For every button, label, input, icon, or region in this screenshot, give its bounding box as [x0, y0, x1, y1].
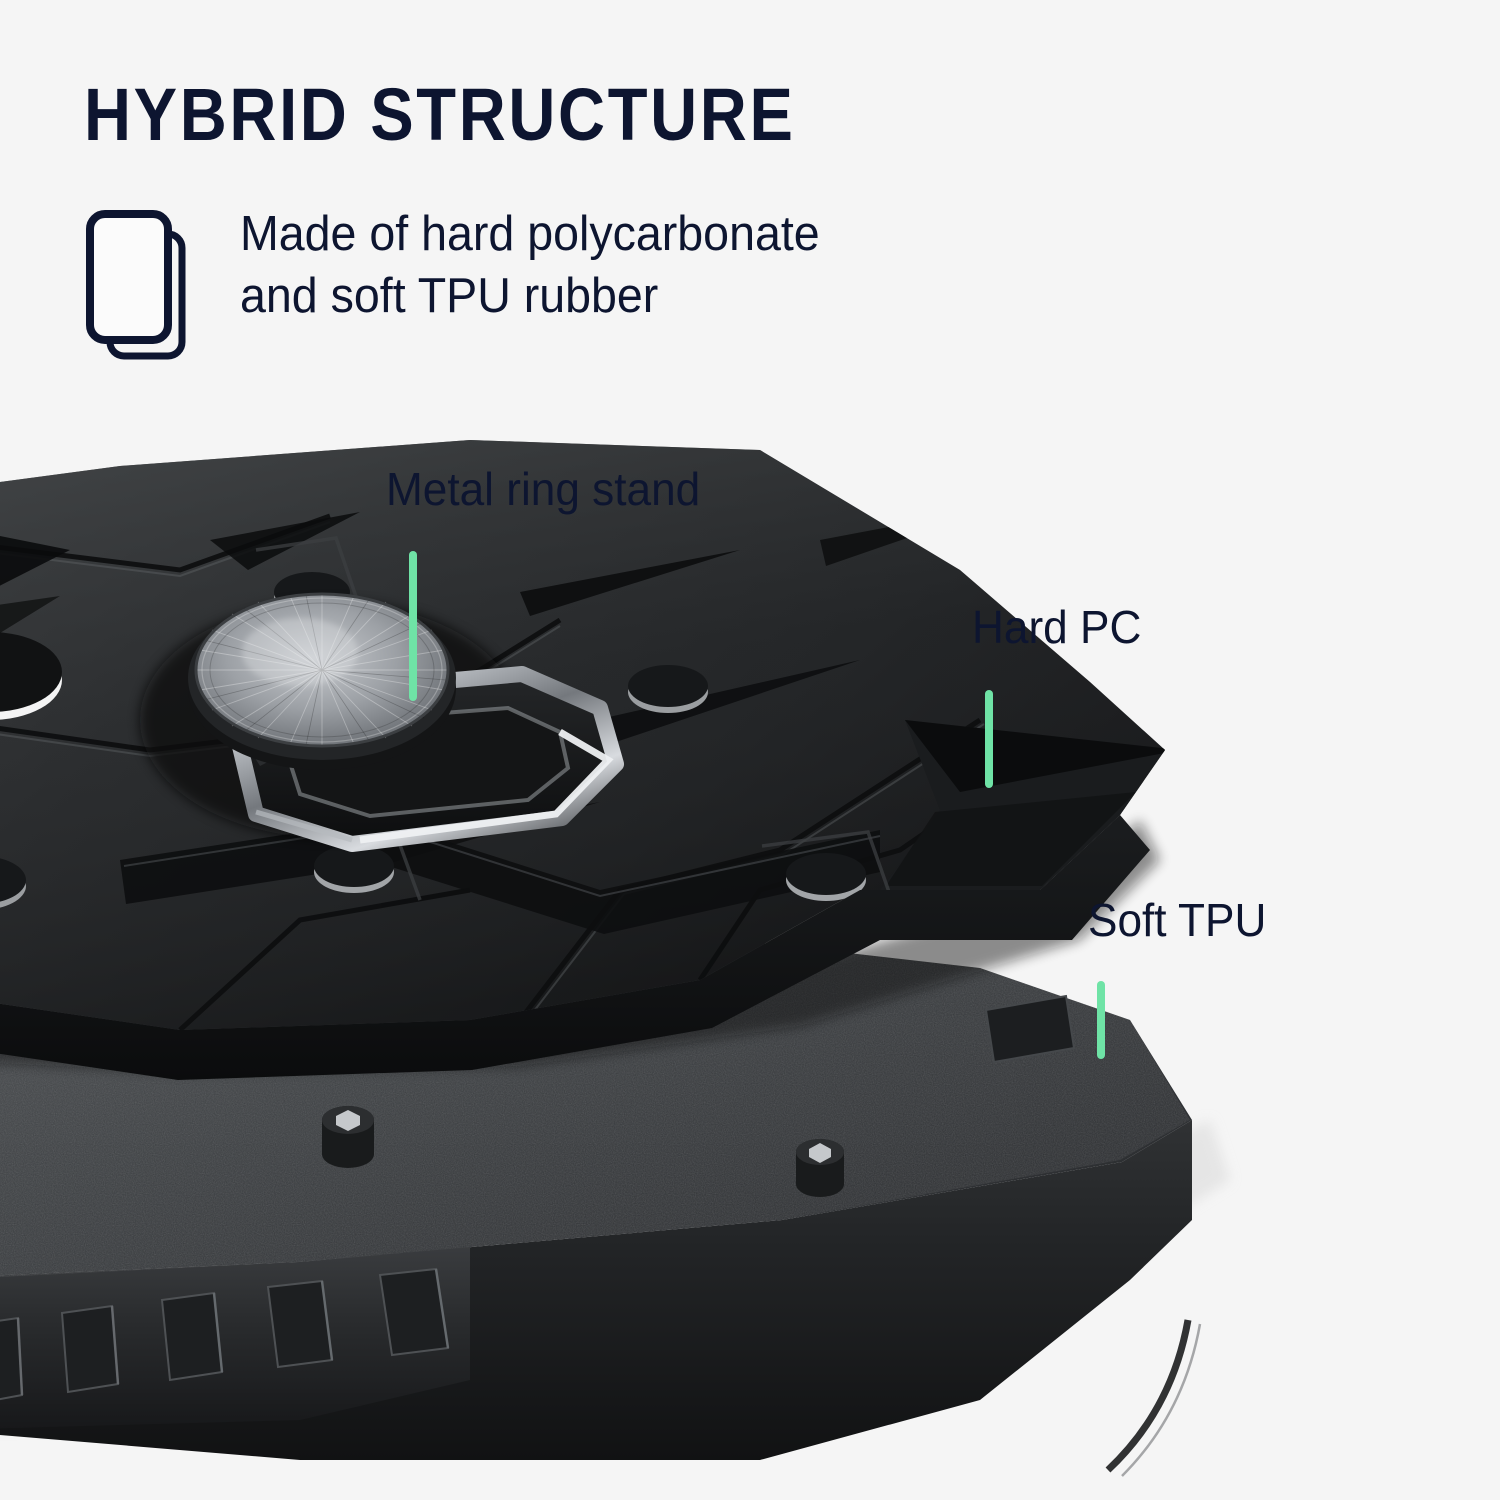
metal-ring-stand	[140, 592, 624, 852]
tpu-grip-ridges	[0, 1267, 450, 1401]
hard-pc-layer	[0, 440, 1165, 1080]
callout-leader-metal-ring-stand	[409, 551, 417, 701]
callout-label-soft-tpu: Soft TPU	[1088, 894, 1267, 946]
page-title: HYBRID STRUCTURE	[84, 73, 796, 156]
soft-tpu-layer	[0, 916, 1230, 1477]
pc-shell-holes	[0, 572, 866, 910]
tpu-notch-group	[0, 917, 578, 1000]
ring-kickstand	[230, 666, 624, 852]
tpu-button-post-lower	[796, 1139, 844, 1197]
product-illustration	[0, 440, 1230, 1477]
callout-label-hard-pc: Hard PC	[972, 601, 1142, 653]
callout-leader-hard-pc	[985, 690, 993, 788]
two-layered-phone-cases-icon	[86, 210, 186, 360]
feature-description: Made of hard polycarbonate and soft TPU …	[240, 207, 820, 323]
callout-label-metal-ring-stand: Metal ring stand	[386, 463, 701, 515]
tpu-button-post-upper	[322, 1106, 374, 1168]
feature-row: Made of hard polycarbonate and soft TPU …	[84, 200, 850, 368]
callout-leader-soft-tpu	[1097, 981, 1105, 1059]
